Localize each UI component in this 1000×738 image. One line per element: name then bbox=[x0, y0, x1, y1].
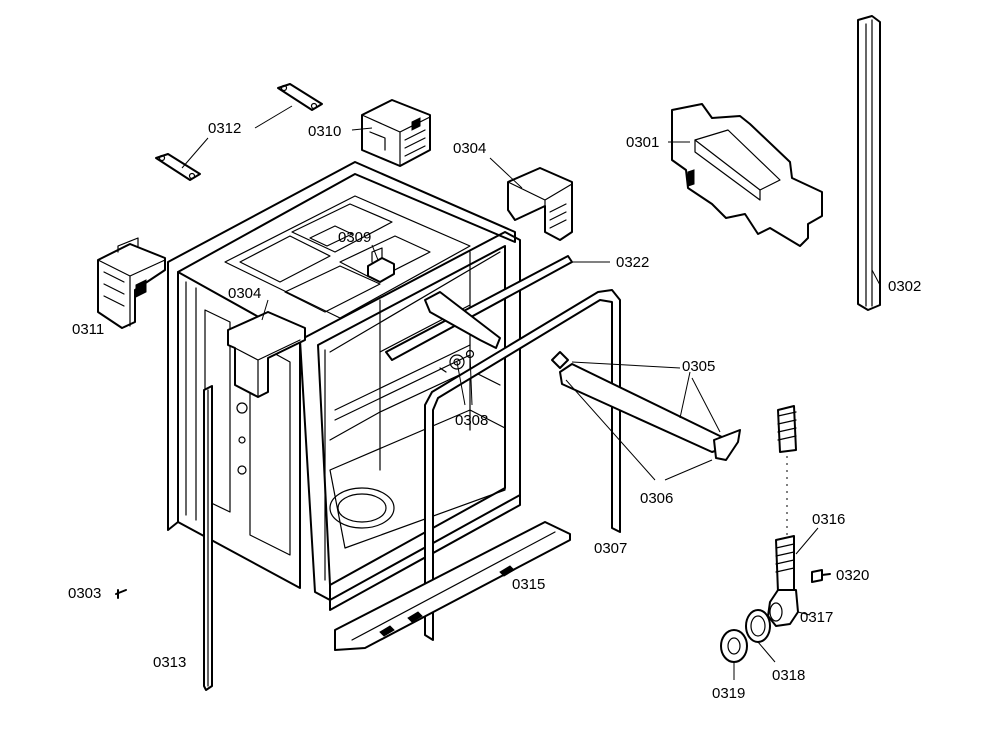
rail-0322-part bbox=[385, 255, 573, 361]
label-0317: 0317 bbox=[800, 609, 833, 626]
label-0322: 0322 bbox=[616, 254, 649, 271]
label-0318: 0318 bbox=[772, 667, 805, 684]
label-0303: 0303 bbox=[68, 585, 101, 602]
housing-0310-part bbox=[361, 99, 431, 167]
part-labels: 0312 0310 0304 0301 0302 0322 0309 0304 … bbox=[68, 120, 921, 702]
cover-0304-top-part bbox=[507, 167, 573, 241]
label-0319: 0319 bbox=[712, 685, 745, 702]
label-0320: 0320 bbox=[836, 567, 869, 584]
label-0304-top: 0304 bbox=[453, 140, 486, 157]
clip-0309-part bbox=[367, 247, 395, 283]
label-0316: 0316 bbox=[812, 511, 845, 528]
label-0301: 0301 bbox=[626, 134, 659, 151]
fitting-0317-part bbox=[767, 589, 799, 627]
label-0309: 0309 bbox=[338, 229, 371, 246]
label-0312: 0312 bbox=[208, 120, 241, 137]
bracket-0304-left-part bbox=[227, 311, 306, 398]
screw-0303-part bbox=[115, 589, 127, 599]
arm-0305-0306-parts bbox=[551, 351, 741, 461]
label-0306: 0306 bbox=[640, 490, 673, 507]
label-0311: 0311 bbox=[72, 321, 104, 338]
hose-0316-part bbox=[775, 405, 797, 593]
label-0304-left: 0304 bbox=[228, 285, 261, 302]
housing-0311-part bbox=[97, 237, 166, 329]
label-0302: 0302 bbox=[888, 278, 921, 295]
rail-0302-part bbox=[857, 15, 881, 311]
ring-0318-part bbox=[745, 609, 771, 643]
label-0310: 0310 bbox=[308, 123, 341, 140]
tub-assembly bbox=[167, 161, 521, 611]
label-0307: 0307 bbox=[594, 540, 627, 557]
strap-0312-parts bbox=[155, 83, 323, 181]
ring-0319-part bbox=[720, 629, 748, 663]
label-0308: 0308 bbox=[455, 412, 488, 429]
plate-0315-part bbox=[334, 521, 571, 651]
label-0305: 0305 bbox=[682, 358, 715, 375]
leader-lines bbox=[181, 105, 881, 680]
panel-0301-part bbox=[671, 103, 823, 247]
label-0315: 0315 bbox=[512, 576, 545, 593]
screw-0320-part bbox=[811, 569, 831, 583]
label-0313: 0313 bbox=[153, 654, 186, 671]
strip-0313-part bbox=[203, 385, 213, 691]
